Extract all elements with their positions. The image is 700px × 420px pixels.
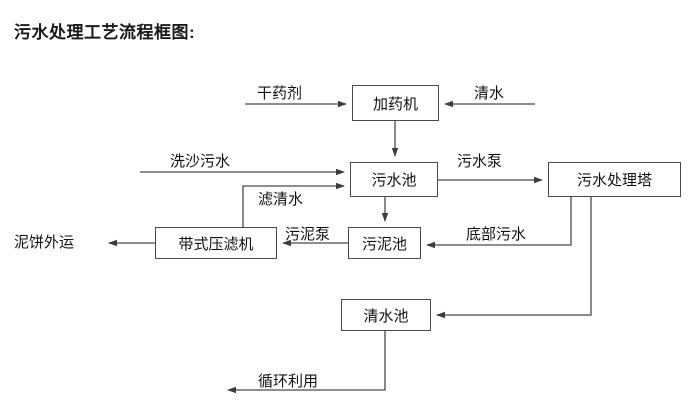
- label-bottom-wastewater: 底部污水: [466, 226, 527, 243]
- node-wastewater-pool[interactable]: 污水池: [350, 162, 438, 197]
- node-label: 污泥池: [361, 235, 407, 253]
- label-clean-water: 清水: [474, 85, 505, 102]
- label-sludge-pump: 污泥泵: [285, 226, 331, 243]
- node-label: 带式压滤机: [178, 235, 254, 253]
- line-tower-to-clearwater: [436, 197, 592, 319]
- label-dry-agent: 干药剂: [257, 85, 303, 102]
- node-label: 清水池: [363, 307, 409, 325]
- node-sludge-pool[interactable]: 污泥池: [348, 227, 421, 259]
- node-belt-filter-press[interactable]: 带式压滤机: [155, 227, 277, 259]
- node-label: 污水处理塔: [576, 172, 652, 189]
- label-recycle-use: 循环利用: [258, 373, 319, 390]
- node-label: 污水池: [371, 172, 417, 189]
- line-clearwater-to-recycle: [227, 331, 386, 394]
- label-mud-cake-out: 泥饼外运: [14, 234, 75, 251]
- label-wastewater-pump: 污水泵: [457, 153, 503, 170]
- node-label: 加药机: [372, 95, 418, 113]
- label-filtrate-water: 滤清水: [258, 191, 304, 208]
- node-clear-water-pool[interactable]: 清水池: [341, 299, 431, 331]
- line-tower-to-sludge: [426, 197, 572, 249]
- node-dosing-machine[interactable]: 加药机: [352, 85, 439, 121]
- label-sand-wash-water: 洗沙污水: [170, 153, 231, 170]
- node-treatment-tower[interactable]: 污水处理塔: [548, 162, 681, 197]
- line-filtrate-to-wastewater-pool: [242, 182, 345, 227]
- page-title: 污水处理工艺流程框图:: [14, 23, 196, 42]
